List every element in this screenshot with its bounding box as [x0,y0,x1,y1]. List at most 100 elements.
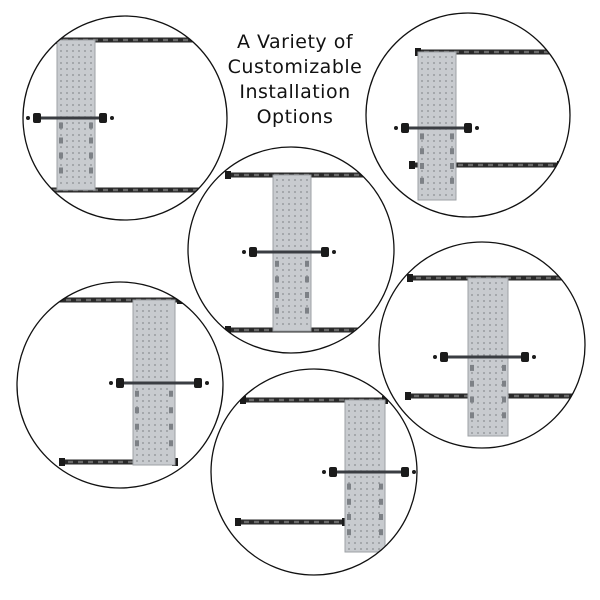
peg-hole [60,74,62,76]
knob-right [475,126,479,130]
peg-hole [360,416,362,418]
peg-hole [501,390,503,392]
peg-hole [84,86,86,88]
top-rail-slot [86,298,91,302]
peg-hole [72,50,74,52]
peg-hole [451,98,453,100]
peg-hole [288,209,290,211]
top-rail-slot [456,276,461,280]
peg-hole [294,197,296,199]
top-rail-slot [234,173,239,177]
peg-hole [366,476,368,478]
peg-hole [451,116,453,118]
side-hook [502,364,506,371]
peg-hole [445,68,447,70]
peg-hole [160,310,162,312]
peg-hole [477,372,479,374]
bottom-rail-slot [478,163,483,167]
side-hook [305,260,309,267]
bottom-rail-slot [514,394,519,398]
peg-hole [477,282,479,284]
peg-hole [439,116,441,118]
peg-hole [366,410,368,412]
peg-hole [372,530,374,532]
peg-hole [306,227,308,229]
peg-hole [294,257,296,259]
peg-hole [300,185,302,187]
top-rail-slot [46,298,51,302]
pegboard [417,51,457,201]
peg-hole [90,80,92,82]
peg-hole [372,536,374,538]
peg-hole [489,426,491,428]
peg-hole [78,146,80,148]
peg-hole [288,203,290,205]
peg-hole [166,370,168,372]
side-hook [135,390,139,397]
clamp-right [99,113,107,123]
peg-hole [366,404,368,406]
peg-hole [427,104,429,106]
top-rail-slot [556,276,561,280]
peg-hole [154,304,156,306]
peg-hole [348,548,350,550]
peg-hole [78,170,80,172]
peg-hole [360,530,362,532]
side-hook [379,498,383,505]
crossbar [444,355,525,359]
peg-hole [282,257,284,259]
peg-hole [154,460,156,462]
side-hook [89,167,93,174]
peg-hole [276,185,278,187]
peg-hole [78,62,80,64]
peg-hole [354,452,356,454]
peg-hole [84,98,86,100]
peg-hole [451,170,453,172]
side-hook [59,122,63,129]
peg-hole [378,506,380,508]
peg-hole [495,312,497,314]
peg-hole [142,406,144,408]
side-hook [275,292,279,298]
peg-hole [495,348,497,350]
peg-hole [483,318,485,320]
peg-hole [142,346,144,348]
peg-hole [366,464,368,466]
peg-hole [148,352,150,354]
peg-hole [378,476,380,478]
peg-hole [160,376,162,378]
peg-hole [451,188,453,190]
peg-hole [360,494,362,496]
peg-hole [78,164,80,166]
peg-hole [433,80,435,82]
knob-left [322,470,326,474]
peg-hole [294,263,296,265]
peg-hole [294,317,296,319]
peg-hole [166,358,168,360]
crossbar [405,126,468,130]
peg-hole [160,316,162,318]
peg-hole [142,328,144,330]
peg-hole [90,68,92,70]
peg-hole [160,454,162,456]
peg-hole [276,197,278,199]
top-rail-slot [426,276,431,280]
top-rail-end-left [27,296,33,304]
peg-hole [154,394,156,396]
peg-hole [372,488,374,490]
peg-hole [477,378,479,380]
side-hook [135,440,139,447]
peg-hole [354,506,356,508]
side-hook [275,307,279,314]
peg-hole [300,263,302,265]
peg-hole [360,446,362,448]
clamp-right [194,378,202,388]
peg-hole [148,454,150,456]
bottom-rail-slot [508,163,513,167]
side-hook [502,396,506,403]
peg-hole [294,323,296,325]
option-circle-outline [378,241,586,449]
peg-hole [306,191,308,193]
bottom-rail-end-left [235,518,241,526]
side-hook [450,163,454,169]
